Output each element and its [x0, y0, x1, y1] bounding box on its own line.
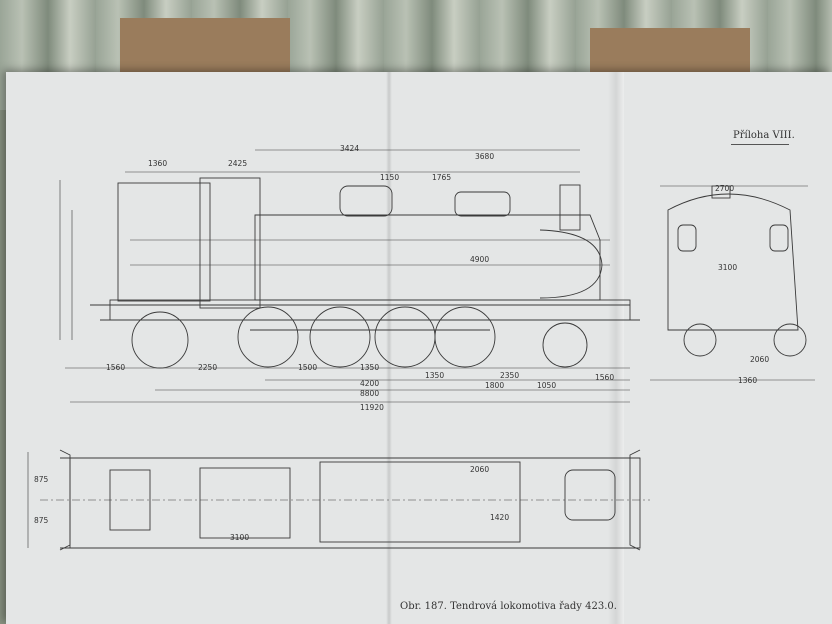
- wheel: [374, 306, 436, 368]
- plan-view: [27, 449, 650, 551]
- svg-text:2060: 2060: [470, 465, 489, 474]
- svg-text:8800: 8800: [360, 389, 379, 398]
- svg-text:2060: 2060: [750, 355, 769, 364]
- dimension-lines: [59, 149, 630, 403]
- svg-text:2350: 2350: [500, 371, 519, 380]
- svg-text:1560: 1560: [106, 363, 125, 372]
- svg-text:1350: 1350: [360, 363, 379, 372]
- svg-text:1150: 1150: [380, 173, 399, 182]
- svg-text:1560: 1560: [595, 373, 614, 382]
- svg-text:3680: 3680: [475, 152, 494, 161]
- appendix-underline: [731, 144, 789, 145]
- svg-text:3424: 3424: [340, 144, 359, 153]
- svg-text:1360: 1360: [148, 159, 167, 168]
- book-gutter: [386, 72, 392, 624]
- svg-text:1360: 1360: [738, 376, 757, 385]
- end-elevation: [650, 185, 815, 381]
- svg-text:1800: 1800: [485, 381, 504, 390]
- svg-text:11920: 11920: [360, 403, 384, 412]
- appendix-label: Příloha VIII.: [733, 130, 795, 141]
- svg-text:1765: 1765: [432, 173, 451, 182]
- svg-text:875: 875: [34, 516, 49, 525]
- svg-text:2425: 2425: [228, 159, 247, 168]
- svg-text:1350: 1350: [425, 371, 444, 380]
- svg-text:3100: 3100: [230, 533, 249, 542]
- svg-text:1050: 1050: [537, 381, 556, 390]
- svg-text:2250: 2250: [198, 363, 217, 372]
- book-page: [6, 72, 832, 624]
- svg-text:875: 875: [34, 475, 49, 484]
- svg-text:1420: 1420: [490, 513, 509, 522]
- figure-caption: Obr. 187. Tendrová lokomotiva řady 423.0…: [400, 601, 617, 612]
- svg-text:3100: 3100: [718, 263, 737, 272]
- cloth-patch: [590, 28, 750, 80]
- svg-text:1500: 1500: [298, 363, 317, 372]
- wheel: [434, 306, 496, 368]
- cloth-patch: [120, 18, 290, 76]
- side-elevation: [90, 177, 640, 369]
- svg-text:2700: 2700: [715, 184, 734, 193]
- svg-text:4200: 4200: [360, 379, 379, 388]
- page-fold: [608, 72, 624, 624]
- svg-text:4900: 4900: [470, 255, 489, 264]
- wheel: [237, 306, 299, 368]
- wheel: [309, 306, 371, 368]
- wheel: [542, 322, 588, 368]
